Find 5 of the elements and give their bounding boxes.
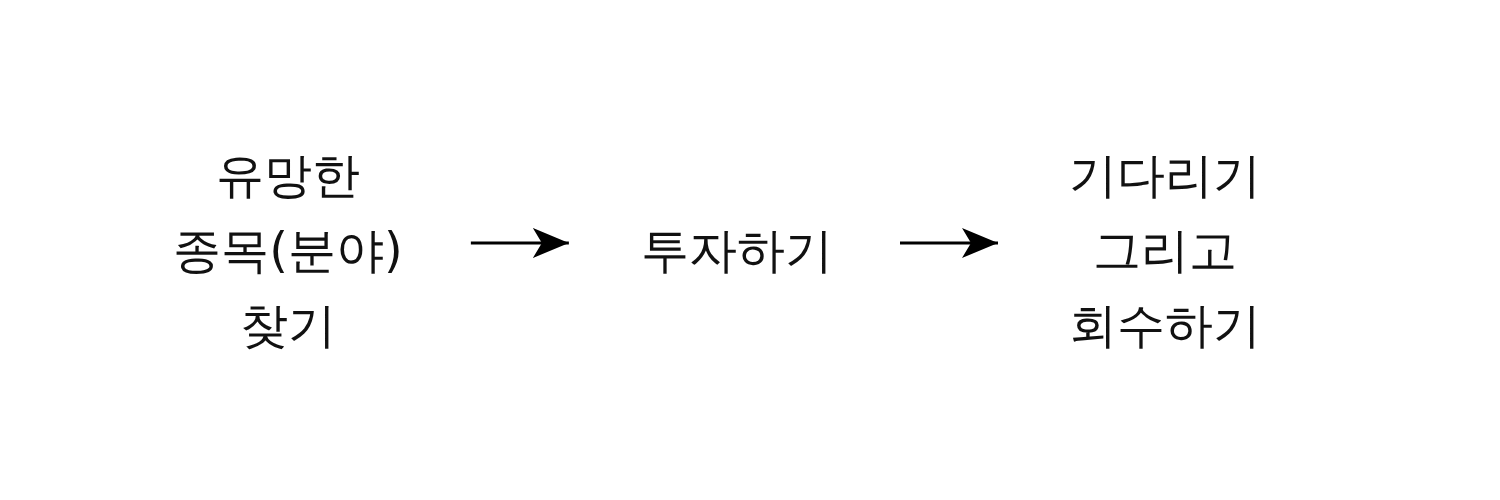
arrow [470, 228, 569, 258]
step-text: 유망한 종목(분야) 찾기 [173, 145, 403, 355]
arrow [900, 228, 998, 258]
step-text: 투자하기 [641, 220, 833, 280]
step-text: 기다리기 그리고 회수하기 [1069, 145, 1261, 355]
